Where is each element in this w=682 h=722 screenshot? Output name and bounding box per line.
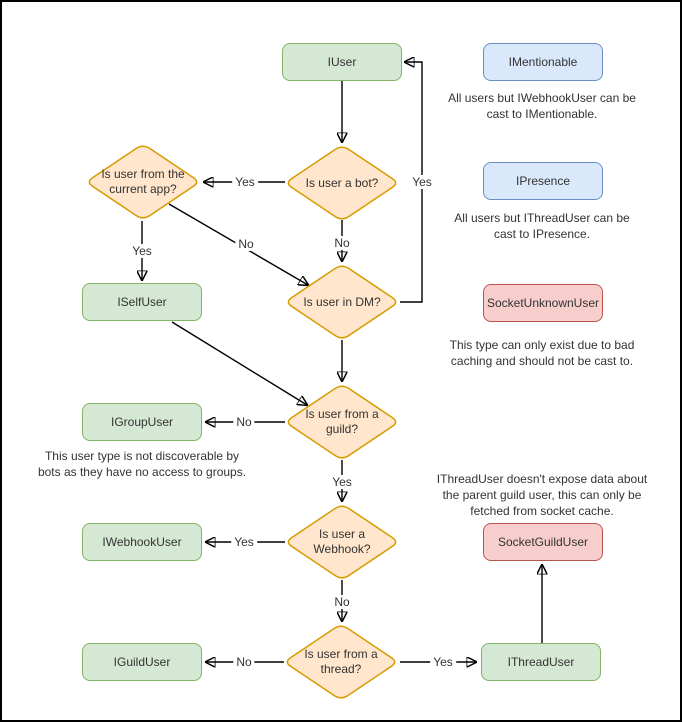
diamond-shape (286, 625, 396, 699)
diamond-shape (88, 145, 198, 219)
note-imentionable: All users but IWebhookUser can be cast t… (448, 91, 636, 121)
edge-label-yes: Yes (129, 244, 155, 258)
node-iwebhookuser: IWebhookUser (82, 523, 202, 561)
note-ipresence: All users but IThreadUser can be cast to… (454, 211, 630, 241)
node-socketguilduser: SocketGuildUser (483, 523, 603, 561)
node-iguilduser: IGuildUser (82, 643, 202, 681)
node-iuser: IUser (282, 43, 402, 81)
node-iwebhookuser-label: IWebhookUser (102, 534, 182, 549)
decision-is-user-from-thread: Is user from a thread? (284, 624, 398, 700)
edge-label-no: No (331, 236, 353, 250)
decision-label: Is user from a thread? (304, 647, 378, 676)
node-socketguilduser-label: SocketGuildUser (497, 534, 589, 549)
note-ithreaduser: IThreadUser doesn't expose data about th… (436, 472, 648, 518)
edge-label-no: No (233, 655, 255, 669)
edge-label-yes: Yes (232, 175, 258, 189)
edge-label-no: No (235, 237, 257, 251)
decision-label: Is user a bot? (305, 175, 379, 190)
node-iselfuser-label: ISelfUser (117, 294, 167, 309)
decision-is-user-a-webhook: Is user a Webhook? (285, 504, 399, 580)
node-igroupuser: IGroupUser (82, 403, 202, 441)
decision-is-user-from-current-app: Is user from the current app? (86, 144, 200, 220)
node-ithreaduser: IThreadUser (481, 643, 601, 681)
node-socketunknownuser-label: SocketUnknownUser (486, 295, 600, 310)
node-imentionable-label: IMentionable (508, 54, 578, 69)
decision-label: Is user in DM? (303, 294, 381, 309)
decision-label: Is user from a guild? (305, 407, 379, 436)
diamond-shape (287, 505, 397, 579)
decision-is-user-in-dm: Is user in DM? (285, 264, 399, 340)
edge-label-no: No (331, 595, 353, 609)
node-iuser-label: IUser (327, 54, 357, 69)
edge-label-yes: Yes (231, 535, 257, 549)
decision-label: Is user from the current app? (101, 167, 185, 196)
node-socketunknownuser: SocketUnknownUser (483, 284, 603, 322)
decision-label: Is user a Webhook? (313, 527, 371, 556)
node-imentionable: IMentionable (483, 43, 603, 81)
decision-is-user-from-guild: Is user from a guild? (285, 384, 399, 460)
edge-label-yes: Yes (430, 655, 456, 669)
node-ithreaduser-label: IThreadUser (507, 654, 575, 669)
note-socketunknownuser: This type can only exist due to bad cach… (449, 338, 635, 368)
edge-label-no: No (233, 415, 255, 429)
edge-label-yes: Yes (329, 475, 355, 489)
diamond-shape (287, 385, 397, 459)
diamond-shape (287, 265, 397, 339)
node-igroupuser-label: IGroupUser (110, 414, 174, 429)
decision-is-user-a-bot: Is user a bot? (285, 145, 399, 221)
diamond-shape (287, 146, 397, 220)
node-ipresence-label: IPresence (515, 173, 571, 188)
edge-label-yes: Yes (409, 175, 435, 189)
note-igroupuser: This user type is not discoverable by bo… (37, 449, 247, 479)
node-iguilduser-label: IGuildUser (113, 654, 171, 669)
node-ipresence: IPresence (483, 162, 603, 200)
node-iselfuser: ISelfUser (82, 283, 202, 321)
